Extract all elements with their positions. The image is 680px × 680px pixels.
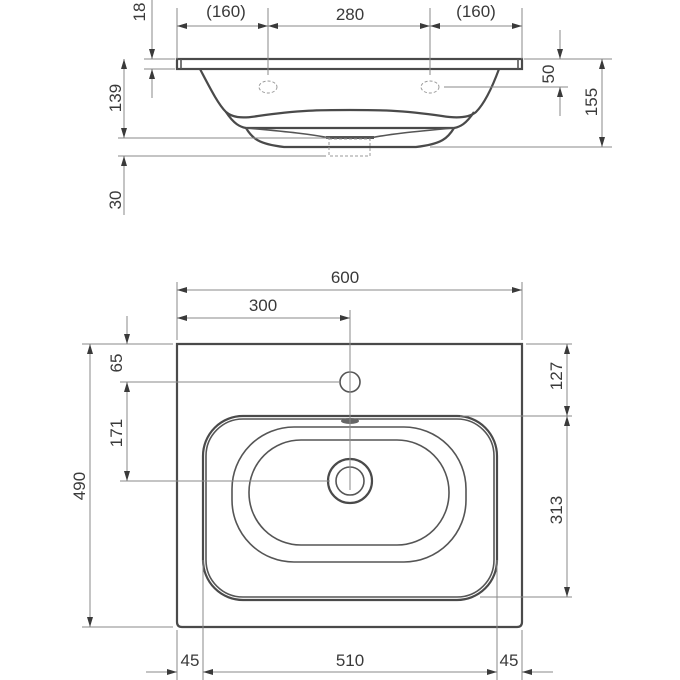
side-basin-body [199,68,501,119]
top-slab-outline [175,342,524,629]
side-rim [175,57,524,71]
dim-left-margin: 45 [181,651,200,670]
dim-waste-height: 30 [106,191,125,210]
tap-hole-left-hidden [258,80,278,94]
bowl-middle [231,426,467,563]
dim-right-margin: 45 [500,651,519,670]
dim-bowl-from-back: 127 [547,362,566,390]
dim-total-height: 155 [582,88,601,116]
dim-basin-depth: 139 [106,84,125,112]
dim-bowl-depth: 313 [547,496,566,524]
tap-hole-right-hidden [420,80,440,94]
dim-bowl-width: 510 [336,651,364,670]
dim-waste-from-tap-hole: 171 [107,419,126,447]
dim-right-overhang: (160) [456,2,496,21]
dim-tap-hole-from-back: 65 [107,354,126,373]
dim-depth: 490 [70,472,89,500]
side-drain-plate [326,136,374,139]
side-waste-hidden [328,138,371,157]
dim-tap-hole-depth: 50 [539,65,558,84]
dim-tap-hole-spacing: 280 [336,5,364,24]
dim-rim-thickness: 18 [130,3,149,22]
side-view: (160) 280 (160) 18 139 30 50 155 [106,0,612,215]
dim-left-overhang: (160) [206,2,246,21]
top-view: 600 300 65 171 490 127 313 45 510 45 [70,268,572,680]
dim-half-width: 300 [249,296,277,315]
bowl-inner [248,439,450,546]
dim-width: 600 [331,268,359,287]
